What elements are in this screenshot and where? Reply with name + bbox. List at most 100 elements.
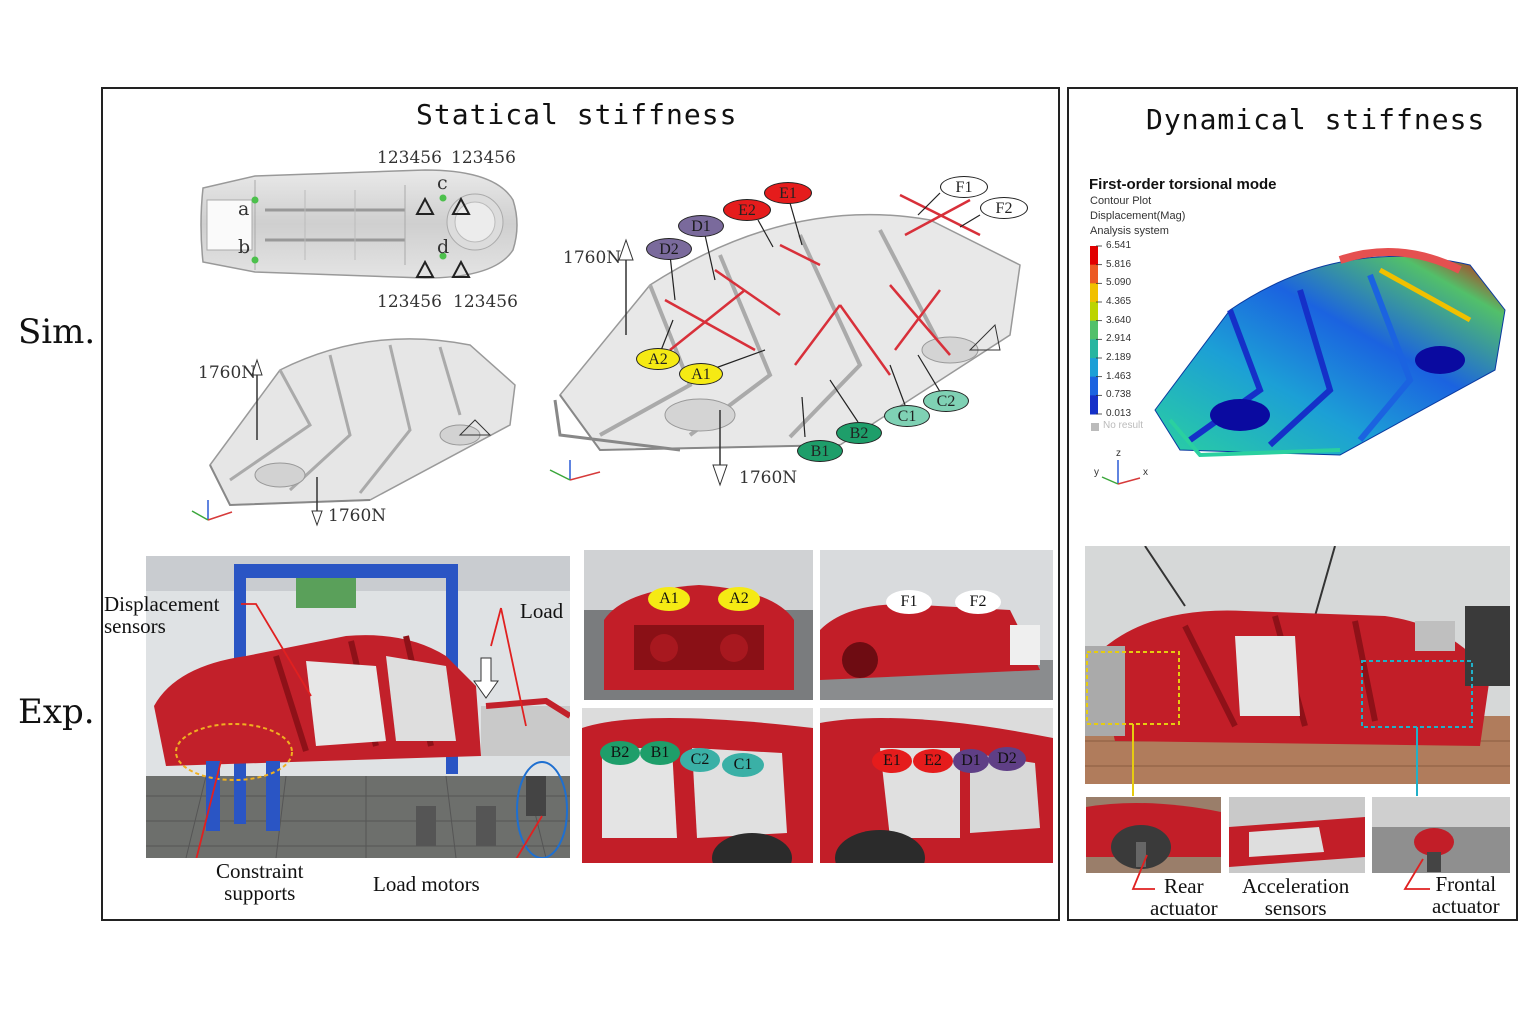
- point-badge-f2: F2: [980, 197, 1028, 219]
- contour-subtitle-1: Contour Plot: [1090, 195, 1152, 207]
- exp-row-label: Exp.: [18, 692, 95, 732]
- legend-tick-label: 5.090: [1106, 277, 1132, 289]
- sim-row-label: Sim.: [18, 312, 96, 352]
- axis-z-label: z: [1116, 448, 1121, 459]
- no-result-swatch: [1091, 423, 1099, 431]
- small-body-in-white-model: [191, 338, 516, 527]
- axis-triad-icon: [1101, 460, 1141, 485]
- legend-tick-label: 2.189: [1106, 352, 1132, 363]
- load-motors-label: Load motors: [373, 872, 480, 896]
- photo-badge-c1: C1: [722, 753, 764, 777]
- big-model-force-down-label: 1760N: [739, 468, 798, 488]
- rear-view-photo: [820, 550, 1053, 700]
- acceleration-sensors-text: Acceleration sensors: [1242, 874, 1350, 920]
- legend-color-band: [1090, 264, 1098, 284]
- legend-color-band: [1090, 358, 1098, 378]
- big-model-force-up-label: 1760N: [563, 248, 622, 268]
- legend-tick-label: 0.738: [1106, 389, 1132, 401]
- constraint-supports-text: Constraint supports: [216, 859, 304, 905]
- photo-badge-b2: B2: [600, 741, 640, 765]
- photo-badge-c2: C2: [680, 748, 720, 772]
- photo-badge-f1: F1: [886, 590, 932, 614]
- load-arrow-icon: [473, 657, 499, 699]
- point-badge-a1: A1: [679, 363, 723, 385]
- point-badge-d1: D1: [678, 215, 724, 237]
- photo-badge-b1: B1: [640, 741, 680, 765]
- axis-y-label: y: [1094, 467, 1099, 478]
- rear-actuator-photo: [1086, 797, 1221, 873]
- right-side-photo: [820, 708, 1053, 863]
- contour-plot-title: First-order torsional mode: [1089, 176, 1277, 193]
- front-view-photo: [584, 550, 813, 700]
- legend-tick-label: 3.640: [1106, 314, 1132, 326]
- photo-badge-d2: D2: [988, 747, 1026, 771]
- point-badge-f1: F1: [940, 176, 988, 198]
- dynamic-highlight-overlay: [1086, 651, 1473, 796]
- contour-legend-bar: [1090, 245, 1102, 415]
- left-side-photo: [582, 708, 813, 863]
- dynamical-stiffness-panel: [1067, 87, 1518, 921]
- legend-color-band: [1090, 246, 1098, 266]
- point-a-label: a: [238, 198, 250, 220]
- dynamic-photo-leaders: [1131, 854, 1430, 890]
- point-badge-c2: C2: [923, 390, 969, 412]
- contour-subtitle-2: Displacement(Mag): [1090, 210, 1186, 222]
- dof-label-bottom-right: 123456: [453, 292, 518, 312]
- frontal-actuator-highlight-box: [1361, 660, 1473, 728]
- small-model-force-up-label: 1760N: [198, 363, 257, 383]
- point-badge-b2: B2: [836, 422, 882, 444]
- frontal-actuator-label: Frontal actuator: [1432, 873, 1500, 917]
- frontal-actuator-photo: [1372, 797, 1510, 873]
- large-body-in-white-model: [549, 192, 1021, 487]
- small-model-force-down-label: 1760N: [328, 506, 387, 526]
- dof-label-bottom-left: 123456: [377, 292, 442, 312]
- photo-badge-a2: A2: [718, 587, 760, 611]
- point-c-label: c: [437, 172, 448, 194]
- legend-color-band: [1090, 376, 1098, 396]
- rear-actuator-text: Rear actuator: [1150, 874, 1218, 920]
- point-badge-d2: D2: [646, 238, 692, 260]
- axis-x-label: x: [1143, 467, 1148, 478]
- rig-annotations-overlay: [175, 603, 568, 858]
- constraint-triangle-icon: [415, 196, 435, 215]
- dynamical-stiffness-title: Dynamical stiffness: [1146, 103, 1486, 136]
- legend-tick-label: 5.816: [1106, 258, 1132, 270]
- load-motor-highlight-ellipse: [516, 761, 568, 858]
- frontal-actuator-text: Frontal actuator: [1432, 872, 1500, 918]
- test-rig-photo: [146, 556, 570, 858]
- legend-color-band: [1090, 302, 1098, 322]
- rear-actuator-highlight-box: [1086, 651, 1180, 725]
- constraint-triangle-icon: [415, 259, 435, 278]
- legend-tick-label: 1.463: [1106, 370, 1132, 382]
- legend-color-band: [1090, 283, 1098, 303]
- statical-stiffness-title: Statical stiffness: [416, 98, 738, 131]
- point-badge-e1: E1: [764, 182, 812, 204]
- photo-badge-f2: F2: [955, 590, 1001, 614]
- photo-badge-e1: E1: [872, 749, 912, 773]
- photo-badge-e2: E2: [913, 749, 953, 773]
- constraint-triangle-icon: [451, 196, 471, 215]
- torsional-mode-contour-model: [1154, 248, 1506, 458]
- legend-tick-label: 6.541: [1106, 240, 1132, 251]
- no-result-label: No result: [1103, 420, 1144, 431]
- axis-triad-icon: [549, 460, 601, 481]
- axis-triad-icon: [191, 500, 233, 521]
- dynamic-test-photo: [1085, 546, 1510, 784]
- underbody-top-view: [200, 169, 518, 279]
- acceleration-sensors-label: Acceleration sensors: [1242, 875, 1349, 919]
- dof-label-top-left: 123456: [377, 148, 442, 168]
- point-d-label: d: [437, 236, 450, 258]
- legend-tick-label: 2.914: [1106, 333, 1132, 345]
- point-badge-c1: C1: [884, 405, 930, 427]
- point-badge-e2: E2: [723, 199, 771, 221]
- legend-color-band: [1090, 320, 1098, 340]
- photo-badge-a1: A1: [648, 587, 690, 611]
- point-badge-b1: B1: [797, 440, 843, 462]
- constraint-highlight-ellipse: [175, 723, 293, 781]
- statical-stiffness-panel: [101, 87, 1060, 921]
- point-b-label: b: [238, 236, 251, 258]
- legend-tick-label: 0.013: [1106, 408, 1132, 419]
- displacement-sensors-label: Displacement sensors: [104, 593, 219, 637]
- photo-badge-d1: D1: [953, 749, 989, 773]
- load-label: Load: [520, 599, 564, 623]
